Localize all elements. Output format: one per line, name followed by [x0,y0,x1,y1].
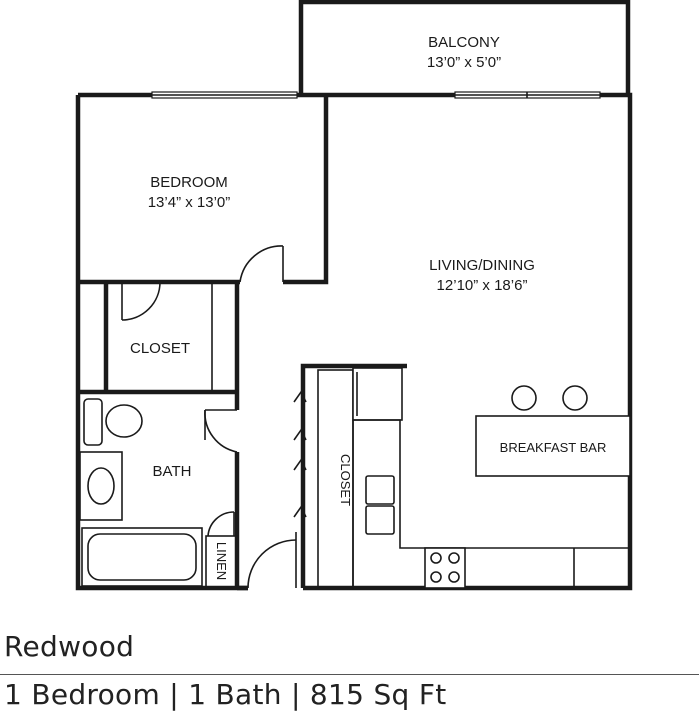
closet-label: CLOSET [130,340,190,357]
linen-label: LINEN [214,542,229,580]
living-dining-label: LIVING/DINING [429,257,535,274]
windows [151,91,601,99]
divider [0,674,699,675]
bedroom-closet-walls [78,281,240,395]
bath-fixtures [79,398,203,587]
breakfast-bar-label: BREAKFAST BAR [500,440,607,455]
bedroom-label: BEDROOM [150,174,228,191]
kitchen [352,363,630,589]
entry-door [237,532,297,591]
plan-summary: 1 Bedroom | 1 Bath | 815 Sq Ft [4,678,447,711]
linen-closet [205,511,238,589]
bath-label: BATH [153,463,192,480]
plan-name: Redwood [4,630,135,663]
breakfast-bar [475,385,631,477]
balcony-size: 13’0” x 5’0” [427,54,501,71]
hall-closet-label: CLOSET [338,454,353,506]
exterior-walls [75,92,633,591]
floor-plan: BALCONY 13’0” x 5’0” BEDROOM 13’4” x 13’… [75,0,633,591]
bedroom-size: 13’4” x 13’0” [148,194,231,211]
living-dining-size: 12’10” x 18’6” [437,277,528,294]
balcony-label: BALCONY [428,34,500,51]
balcony-outline [298,0,631,95]
